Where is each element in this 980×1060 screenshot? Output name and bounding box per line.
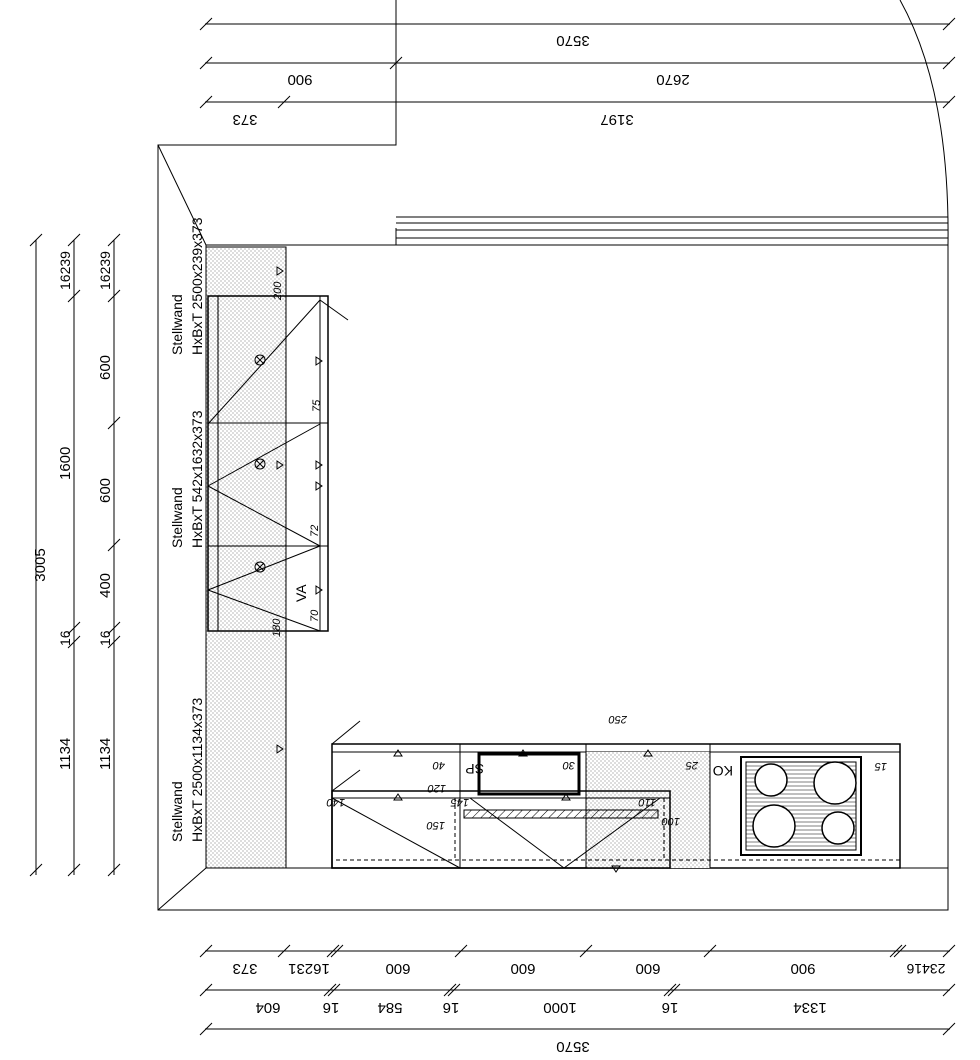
cooktop bbox=[740, 756, 862, 856]
dim-top-depth: 373 bbox=[232, 111, 257, 128]
dim-top-total: 3570 bbox=[556, 32, 589, 49]
label-250: 250 bbox=[608, 713, 628, 725]
dim-bottom-2-6: 1334 bbox=[793, 999, 826, 1016]
top-dimensions: 3570 900 2670 373 3197 bbox=[199, 17, 956, 128]
dim-mid-top: 16239 bbox=[57, 251, 73, 290]
dim-bottom-1-6: 23416 bbox=[906, 961, 945, 977]
label-72: 72 bbox=[309, 525, 321, 537]
dim-bottom-1-0: 373 bbox=[232, 960, 257, 977]
bottom-dimensions: 373 16231 600 600 600 900 23416 604 16 5… bbox=[199, 944, 956, 1055]
dim-top-width: 3197 bbox=[600, 111, 633, 128]
label-70: 70 bbox=[309, 609, 321, 622]
label-30: 30 bbox=[562, 759, 575, 771]
base-cabinets: 250 40 SP 30 25 KO 15 120 140 145 150 11… bbox=[326, 713, 901, 873]
label-120: 120 bbox=[427, 782, 446, 794]
door-swing-arc bbox=[899, 0, 949, 246]
label-va: VA bbox=[293, 584, 309, 602]
label-150: 150 bbox=[426, 819, 445, 831]
dim-bottom-2-2: 584 bbox=[377, 999, 402, 1016]
label-200: 200 bbox=[272, 281, 284, 301]
dim-bottom-1-5: 900 bbox=[790, 960, 815, 977]
dim-top-left: 900 bbox=[287, 71, 312, 88]
dim-bottom-1-2: 600 bbox=[385, 960, 410, 977]
dim-bottom-2-4: 1000 bbox=[543, 999, 576, 1016]
dim-bottom-1-1: 16231 bbox=[288, 960, 330, 977]
label-180: 180 bbox=[271, 618, 283, 637]
dim-bottom-2-5: 16 bbox=[662, 999, 679, 1016]
dim-top-right: 2670 bbox=[656, 71, 689, 88]
label-140: 140 bbox=[326, 796, 345, 808]
dim-bottom-2-1: 16 bbox=[323, 999, 340, 1016]
dim-bottom-total: 3570 bbox=[556, 1038, 589, 1055]
label-25: 25 bbox=[685, 759, 699, 771]
label-15: 15 bbox=[874, 760, 887, 772]
dim-inner-b: 600 bbox=[97, 478, 114, 503]
label-100: 100 bbox=[661, 815, 680, 827]
dim-inner-top: 16239 bbox=[97, 251, 113, 290]
wall-cabinets: 200 75 72 VA 70 180 bbox=[207, 266, 349, 754]
label-sp: SP bbox=[465, 761, 484, 777]
label-110: 110 bbox=[638, 796, 656, 808]
dim-mid-sep: 16 bbox=[57, 630, 73, 646]
dim-bottom-1-4: 600 bbox=[635, 960, 660, 977]
dim-inner-d: 1134 bbox=[97, 738, 114, 770]
dim-mid-lower: 1134 bbox=[57, 738, 74, 770]
left-partition-walls bbox=[205, 246, 287, 869]
dim-inner-sep: 16 bbox=[97, 630, 113, 646]
dim-mid-upper: 1600 bbox=[57, 447, 74, 480]
dim-bottom-1-3: 600 bbox=[510, 960, 535, 977]
label-75: 75 bbox=[311, 399, 323, 412]
label-145: 145 bbox=[450, 796, 469, 808]
dim-inner-c: 400 bbox=[97, 573, 114, 598]
dim-bottom-2-0: 604 bbox=[255, 999, 280, 1016]
dim-inner-a: 600 bbox=[97, 355, 114, 380]
dim-left-total: 3005 bbox=[32, 548, 49, 581]
label-40: 40 bbox=[432, 759, 445, 771]
dim-bottom-2-3: 16 bbox=[443, 999, 460, 1016]
left-dimensions: 3005 16239 1600 16 1134 16239 600 600 40… bbox=[29, 233, 121, 877]
label-ko: KO bbox=[713, 763, 733, 779]
